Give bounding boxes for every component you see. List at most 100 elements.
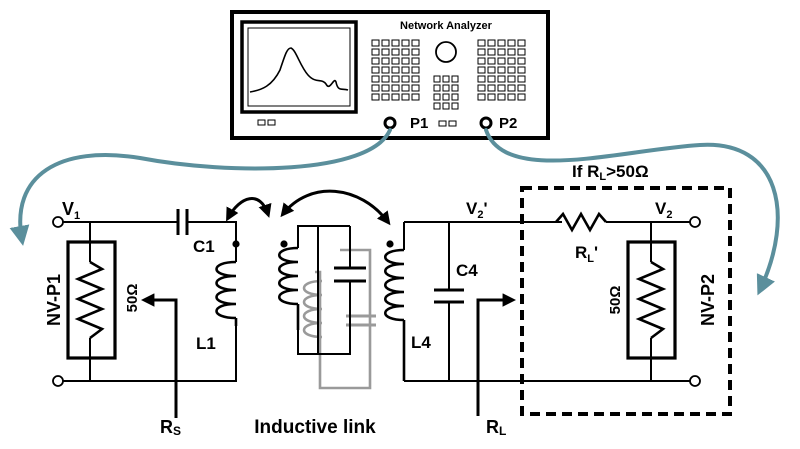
analyzer-button[interactable] <box>391 75 400 83</box>
analyzer-knob[interactable] <box>435 41 457 63</box>
analyzer-button[interactable] <box>487 75 496 83</box>
analyzer-button[interactable] <box>411 93 420 101</box>
analyzer-button[interactable] <box>497 75 506 83</box>
analyzer-button[interactable] <box>381 48 390 56</box>
rl-pointer <box>476 293 517 416</box>
analyzer-button[interactable] <box>451 75 459 83</box>
analyzer-led <box>448 120 457 127</box>
analyzer-button[interactable] <box>411 75 420 83</box>
analyzer-button[interactable] <box>381 93 390 101</box>
terminal-v2-top[interactable] <box>689 216 701 228</box>
analyzer-button[interactable] <box>401 48 410 56</box>
analyzer-button[interactable] <box>442 75 450 83</box>
analyzer-button[interactable] <box>401 57 410 65</box>
analyzer-button[interactable] <box>371 57 380 65</box>
analyzer-button[interactable] <box>381 75 390 83</box>
analyzer-button[interactable] <box>517 57 526 65</box>
analyzer-button[interactable] <box>477 48 486 56</box>
analyzer-button[interactable] <box>381 39 390 47</box>
analyzer-button[interactable] <box>451 102 459 110</box>
analyzer-button[interactable] <box>517 66 526 74</box>
analyzer-button[interactable] <box>477 93 486 101</box>
analyzer-button[interactable] <box>507 39 516 47</box>
analyzer-button[interactable] <box>401 75 410 83</box>
analyzer-button[interactable] <box>507 48 516 56</box>
analyzer-button-grid-right[interactable] <box>477 39 526 101</box>
analyzer-button[interactable] <box>391 48 400 56</box>
analyzer-button[interactable] <box>487 48 496 56</box>
analyzer-button[interactable] <box>477 57 486 65</box>
rs-pointer <box>140 293 178 418</box>
analyzer-button[interactable] <box>497 84 506 92</box>
analyzer-button[interactable] <box>391 66 400 74</box>
analyzer-button[interactable] <box>507 93 516 101</box>
analyzer-button[interactable] <box>391 57 400 65</box>
analyzer-button[interactable] <box>497 39 506 47</box>
analyzer-button[interactable] <box>391 84 400 92</box>
analyzer-button[interactable] <box>371 39 380 47</box>
analyzer-button[interactable] <box>507 66 516 74</box>
l1-label: L1 <box>196 334 216 353</box>
source-circuit: V1 NV-P1 50Ω C1 L1 RS <box>44 199 240 438</box>
analyzer-button-grid-left[interactable] <box>371 39 420 101</box>
analyzer-button[interactable] <box>433 102 441 110</box>
load-circuit: L4 V2' C4 RL <box>383 199 690 438</box>
analyzer-button[interactable] <box>507 57 516 65</box>
analyzer-button[interactable] <box>497 66 506 74</box>
analyzer-button[interactable] <box>517 84 526 92</box>
analyzer-button[interactable] <box>433 75 441 83</box>
analyzer-button[interactable] <box>517 48 526 56</box>
terminal-v2-bottom[interactable] <box>689 375 701 387</box>
analyzer-button[interactable] <box>451 84 459 92</box>
analyzer-button[interactable] <box>507 84 516 92</box>
analyzer-button[interactable] <box>477 66 486 74</box>
analyzer-button[interactable] <box>442 102 450 110</box>
analyzer-button[interactable] <box>442 93 450 101</box>
analyzer-trace <box>249 47 349 93</box>
analyzer-button[interactable] <box>371 66 380 74</box>
analyzer-button[interactable] <box>411 57 420 65</box>
analyzer-button[interactable] <box>497 93 506 101</box>
analyzer-button[interactable] <box>487 66 496 74</box>
analyzer-button[interactable] <box>433 84 441 92</box>
analyzer-button[interactable] <box>401 39 410 47</box>
analyzer-button[interactable] <box>433 93 441 101</box>
analyzer-button[interactable] <box>507 75 516 83</box>
analyzer-button[interactable] <box>401 66 410 74</box>
dot-l2 <box>280 240 288 248</box>
analyzer-button[interactable] <box>391 93 400 101</box>
analyzer-button[interactable] <box>497 57 506 65</box>
analyzer-button[interactable] <box>371 93 380 101</box>
analyzer-button[interactable] <box>487 93 496 101</box>
analyzer-button[interactable] <box>477 75 486 83</box>
analyzer-button[interactable] <box>391 39 400 47</box>
analyzer-button-grid-center[interactable] <box>433 75 459 110</box>
analyzer-button[interactable] <box>401 84 410 92</box>
analyzer-button[interactable] <box>487 39 496 47</box>
analyzer-button[interactable] <box>477 84 486 92</box>
terminal-v1-bottom[interactable] <box>52 375 64 387</box>
analyzer-button[interactable] <box>497 48 506 56</box>
analyzer-button[interactable] <box>411 48 420 56</box>
analyzer-button[interactable] <box>517 93 526 101</box>
analyzer-button[interactable] <box>381 57 390 65</box>
analyzer-button[interactable] <box>477 39 486 47</box>
analyzer-button[interactable] <box>487 84 496 92</box>
analyzer-button[interactable] <box>381 84 390 92</box>
port-p1-connector[interactable] <box>383 116 397 130</box>
analyzer-button[interactable] <box>411 84 420 92</box>
coil-l4 <box>383 248 406 381</box>
analyzer-button[interactable] <box>442 84 450 92</box>
analyzer-button[interactable] <box>451 93 459 101</box>
analyzer-button[interactable] <box>411 66 420 74</box>
analyzer-button[interactable] <box>517 75 526 83</box>
analyzer-button[interactable] <box>371 48 380 56</box>
analyzer-button[interactable] <box>371 84 380 92</box>
port-p2-connector[interactable] <box>479 116 493 130</box>
analyzer-button[interactable] <box>411 39 420 47</box>
analyzer-button[interactable] <box>487 57 496 65</box>
analyzer-button[interactable] <box>381 66 390 74</box>
analyzer-button[interactable] <box>371 75 380 83</box>
analyzer-button[interactable] <box>517 39 526 47</box>
analyzer-button[interactable] <box>401 93 410 101</box>
